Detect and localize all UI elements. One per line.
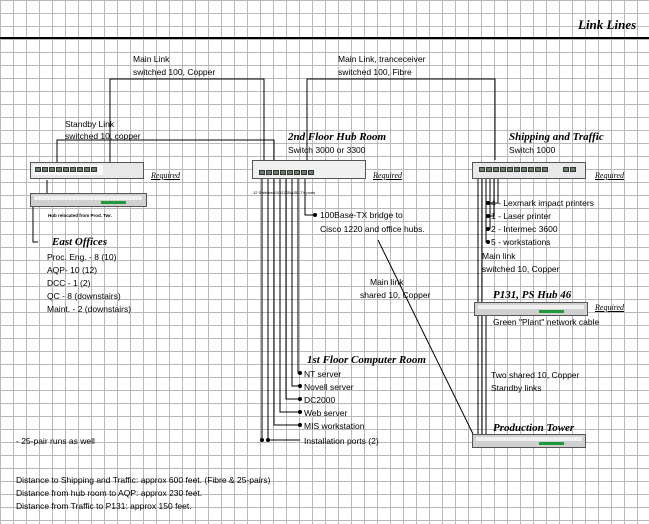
first-floor-item: Novell server	[304, 382, 354, 392]
shipping-item: 1 - Laser printer	[491, 211, 551, 221]
standby-link-label-2: switched 10, copper	[65, 131, 141, 141]
east-offices-switch	[30, 162, 144, 179]
p131-cable-label: Green "Plant" network cable	[493, 317, 600, 327]
two-shared-label-1: Two shared 10, Copper	[491, 370, 580, 380]
main-link-fibre-label-2: switched 100, Fibre	[338, 67, 412, 77]
east-office-item: AQP- 10 (12)	[47, 265, 98, 275]
distance-note: Distance to Shipping and Traffic: approx…	[16, 475, 271, 485]
first-floor-item: NT server	[304, 369, 342, 379]
shipping-item: 4 - Lexmark impact printers	[491, 198, 594, 208]
east-offices-hub	[30, 193, 147, 207]
east-office-item: DCC - 1 (2)	[47, 278, 91, 288]
hub-room-title: 2nd Floor Hub Room	[288, 131, 387, 143]
shipping-drop-dots	[486, 201, 490, 244]
switched-link-label-2: switched 10, Copper	[482, 264, 560, 274]
shipping-item: 5 - workstations	[491, 237, 551, 247]
east-switch-required-label: Required	[151, 171, 181, 180]
shipping-item: 2 - Intermec 3600	[491, 224, 558, 234]
hub-relocated-label: Hub relocated from Prod. Twr.	[48, 213, 112, 218]
first-floor-item: MIS workstation	[304, 421, 365, 431]
shared-link-label-1: Main link	[370, 277, 404, 287]
bridge-label-1: 100Base-TX bridge to	[320, 210, 403, 220]
first-floor-item: Web server	[304, 408, 348, 418]
main-link-copper-label-2: switched 100, Copper	[133, 67, 216, 77]
east-office-item: QC - 8 (downstairs)	[47, 291, 121, 301]
first-floor-item: Installation ports (2)	[304, 436, 379, 446]
standby-link-line	[56, 139, 275, 162]
east-office-item: Maint. - 2 (downstairs)	[47, 304, 132, 314]
production-tower-switch	[472, 434, 586, 448]
east-hub-to-offices-line	[32, 205, 38, 243]
hub-room-required-label: Required	[373, 171, 403, 180]
main-link-copper-label-1: Main Link	[133, 54, 170, 64]
p131-title: P131, PS Hub 46	[493, 289, 572, 301]
production-tower-title: Production Tower	[493, 422, 575, 434]
shipping-switch-label: Switch 1000	[509, 145, 556, 155]
main-link-copper-line	[109, 78, 265, 162]
distance-note: Distance from hub room to AQP: approx 23…	[16, 488, 203, 498]
two-shared-label-2: Standby links	[491, 383, 542, 393]
pair-runs-note: - 25-pair runs as well	[16, 436, 95, 446]
page-title: Link Lines	[578, 17, 637, 32]
hub-port-caption: 12 Switched/10/100BASE-TX ports	[253, 190, 316, 195]
shipping-title: Shipping and Traffic	[509, 131, 604, 143]
distance-note: Distance from Traffic to P131: approx 15…	[16, 501, 192, 511]
main-link-fibre-line	[306, 78, 496, 160]
shared-link-label-2: shared 10, Copper	[360, 290, 431, 300]
first-floor-item: DC2000	[304, 395, 336, 405]
east-office-item: Proc. Eng. - 8 (10)	[47, 252, 117, 262]
p131-hub	[474, 302, 588, 316]
shared-link-diagonal	[377, 239, 476, 439]
hub-room-switch-label: Switch 3000 or 3300	[288, 145, 366, 155]
hub-drop-dots	[260, 213, 317, 442]
p131-required-label: Required	[595, 303, 625, 312]
bridge-label-2: Cisco 1220 and office hubs.	[320, 224, 425, 234]
switched-link-label-1: Main link	[482, 251, 516, 261]
east-offices-title: East Offices	[52, 236, 108, 248]
hub-room-switch	[252, 160, 366, 179]
standby-link-label-1: Standby Link	[65, 119, 115, 129]
shipping-switch	[472, 162, 586, 179]
main-link-fibre-label-1: Main Link, tranceceiver	[338, 54, 426, 64]
shipping-required-label: Required	[595, 171, 625, 180]
first-floor-title: 1st Floor Computer Room	[307, 354, 426, 366]
